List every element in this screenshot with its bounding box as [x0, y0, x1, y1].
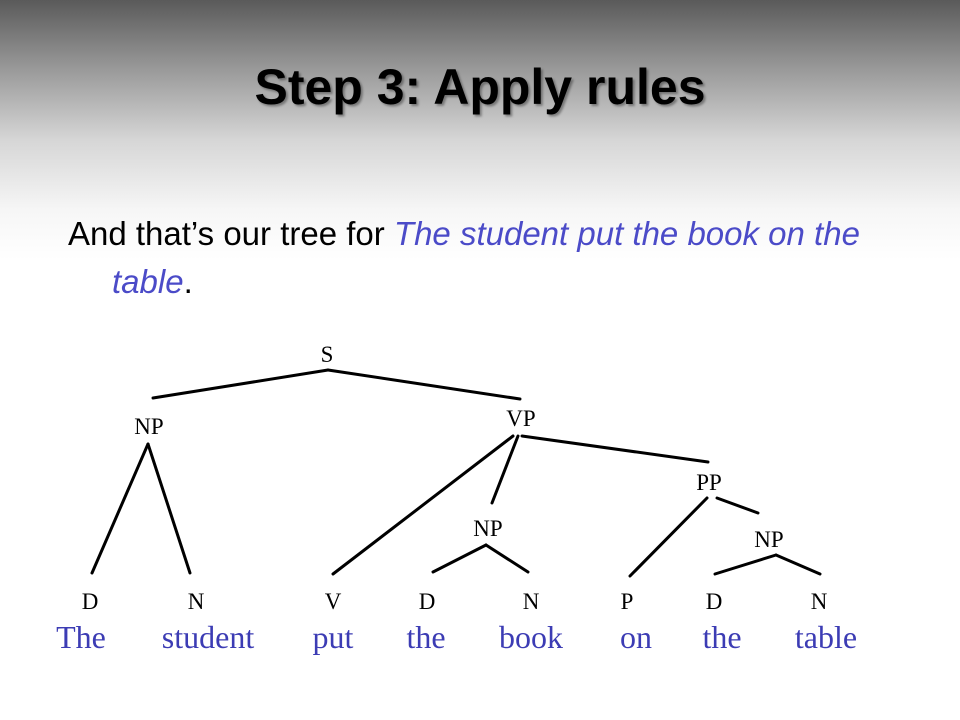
edge-vp-v: [331, 434, 515, 576]
node-n1: N: [188, 589, 205, 614]
word-table: table: [795, 619, 857, 655]
word-the-2: the: [406, 619, 445, 655]
edge-np2-n: [484, 543, 530, 574]
edge-np3-n: [774, 553, 822, 576]
word-the-3: the: [702, 619, 741, 655]
example-sentence: The student put the book on the table: [112, 215, 860, 300]
edge-np-d: [90, 442, 150, 575]
node-pp: PP: [696, 470, 722, 495]
node-np-pp: NP: [754, 527, 783, 552]
node-vp: VP: [506, 406, 535, 431]
node-d3: D: [706, 589, 723, 614]
edge-np2-d: [431, 543, 488, 574]
word-student: student: [162, 619, 255, 655]
node-np-object: NP: [473, 516, 502, 541]
node-n3: N: [811, 589, 828, 614]
edge-s-np: [151, 368, 330, 400]
edge-pp-np: [715, 496, 760, 515]
word-put: put: [313, 619, 354, 655]
body-text-prefix: And that’s our tree for: [68, 215, 394, 252]
edge-vp-np: [490, 434, 520, 505]
word-book: book: [499, 619, 563, 655]
node-s: S: [321, 342, 334, 367]
edge-vp-pp: [520, 434, 710, 464]
edge-np-n: [146, 442, 192, 575]
edge-s-vp: [326, 368, 522, 401]
slide-body-text: And that’s our tree for The student put …: [68, 210, 932, 306]
node-p: P: [621, 589, 634, 614]
node-d2: D: [419, 589, 436, 614]
node-n2: N: [523, 589, 540, 614]
node-np-subject: NP: [134, 414, 163, 439]
node-v: V: [325, 589, 342, 614]
body-text-suffix: .: [183, 263, 193, 300]
node-d1: D: [82, 589, 99, 614]
edge-np3-d: [713, 553, 778, 576]
slide-title: Step 3: Apply rules: [254, 59, 706, 115]
word-the-1: The: [56, 619, 106, 655]
edge-pp-p: [628, 496, 709, 578]
word-on: on: [620, 619, 652, 655]
